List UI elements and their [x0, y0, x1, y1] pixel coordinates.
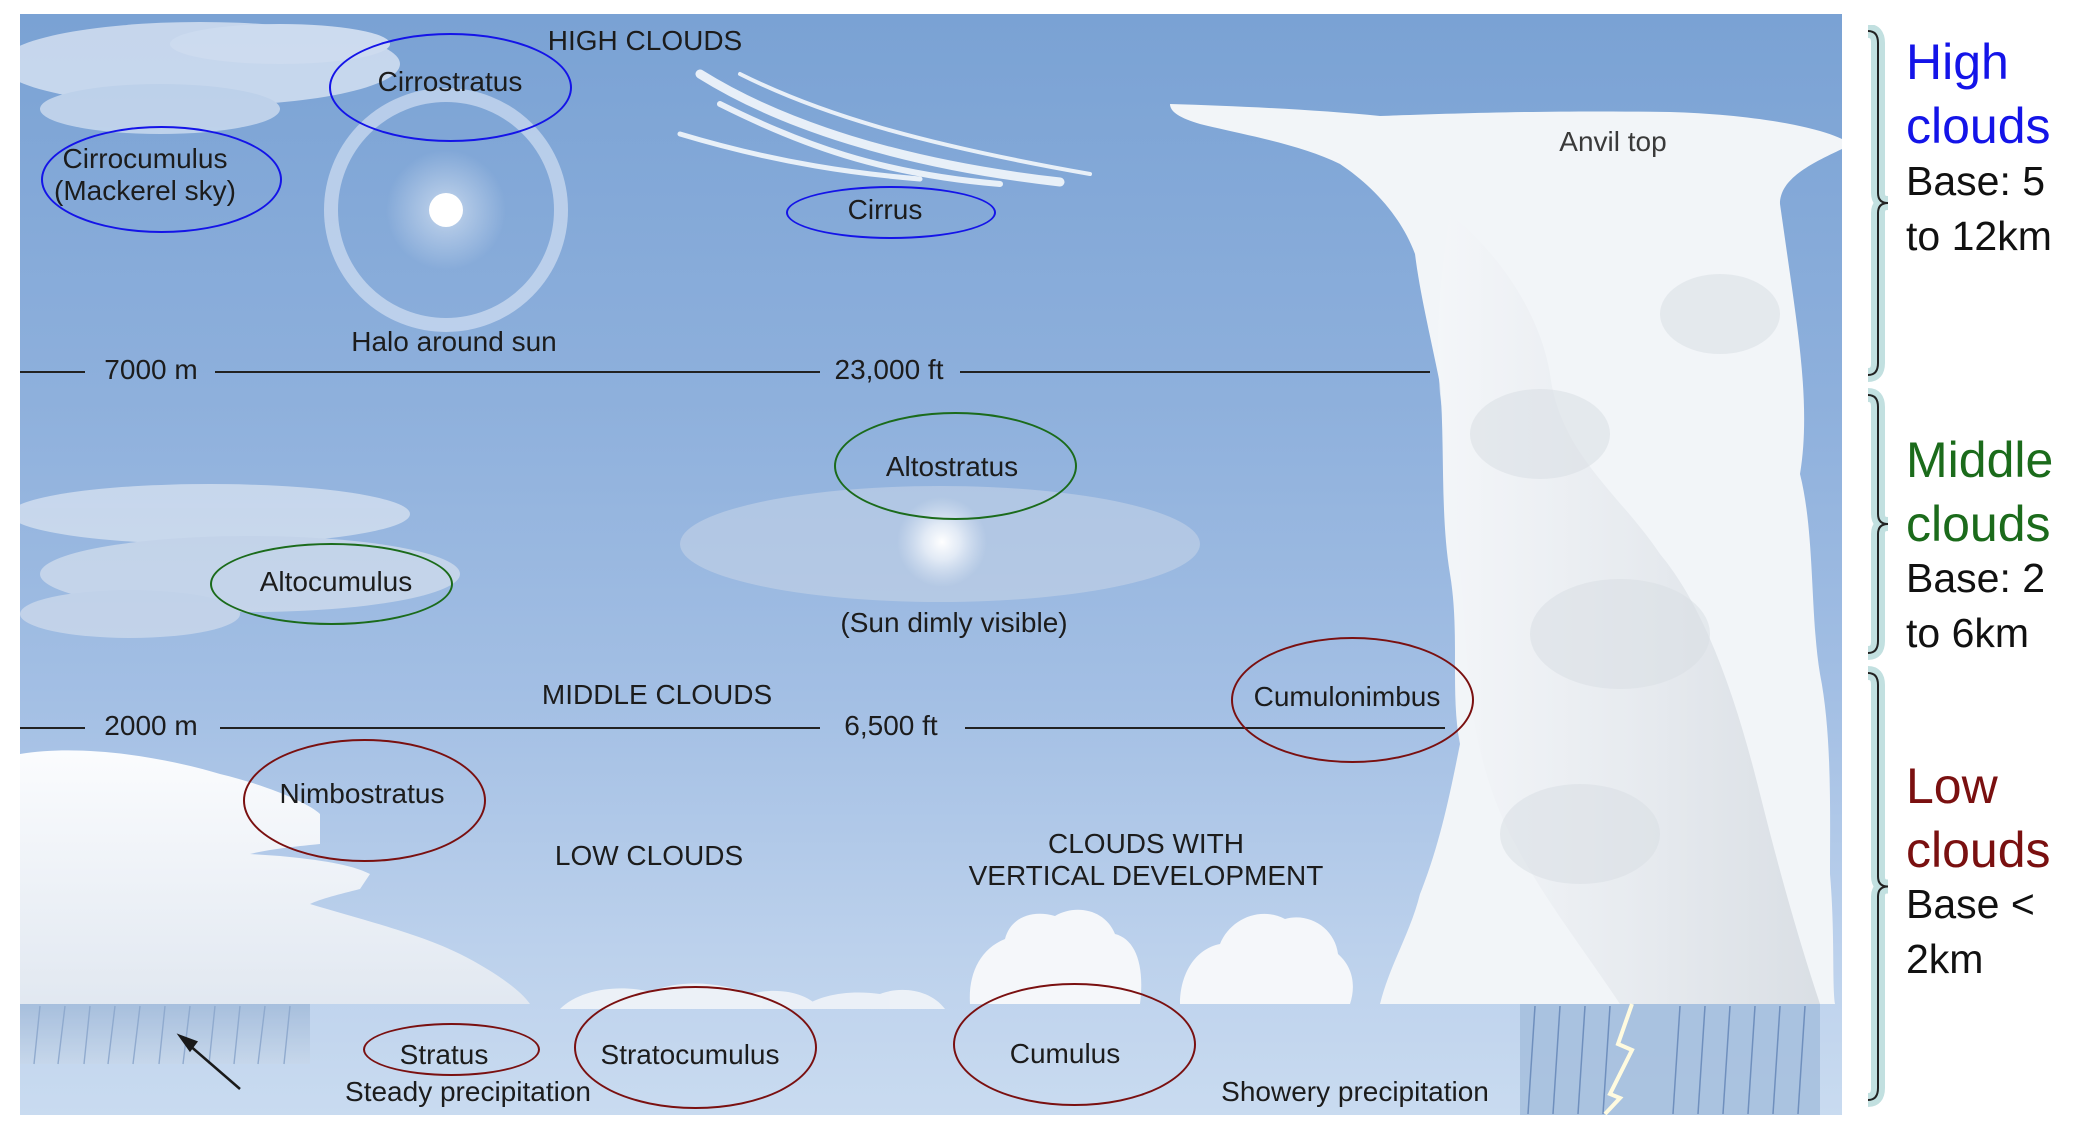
legend-low-title: Low clouds	[1906, 758, 2051, 878]
steady-precipitation-label: Steady precipitation	[345, 1076, 591, 1107]
showery-precipitation-label: Showery precipitation	[1221, 1076, 1489, 1107]
cirrocumulus-highlight	[41, 126, 282, 233]
middle-brace	[1867, 394, 1889, 654]
sun-dim-label: (Sun dimly visible)	[840, 607, 1068, 638]
sun	[429, 193, 463, 227]
legend-high-base: Base: 5 to 12km	[1906, 158, 2052, 260]
legend-high-title: High clouds	[1906, 34, 2051, 154]
cumulonimbus-highlight	[1231, 637, 1474, 763]
low-clouds-heading: LOW CLOUDS	[554, 840, 744, 871]
altitude-7000m-label: 7000 m	[104, 354, 198, 385]
high-clouds-heading: HIGH CLOUDS	[547, 25, 743, 56]
stratocumulus-highlight	[574, 986, 817, 1109]
high-brace	[1867, 30, 1889, 376]
vertical-development-heading: CLOUDS WITH VERTICAL DEVELOPMENT	[968, 828, 1324, 892]
altitude-line-7000	[20, 371, 85, 373]
nimbostratus-cloud	[20, 750, 530, 1004]
altostratus-highlight	[834, 412, 1077, 520]
nimbostratus-highlight	[243, 739, 486, 862]
altitude-line-2000	[20, 727, 85, 729]
cumulus-cloud	[969, 909, 1353, 1004]
cumulus-highlight	[953, 983, 1196, 1106]
altitude-line-7000-right	[960, 371, 1430, 373]
cloud-illustration	[20, 22, 1842, 1115]
altitude-2000m-label: 2000 m	[104, 710, 198, 741]
anvil-top-label: Anvil top	[1559, 126, 1667, 157]
middle-clouds-heading: MIDDLE CLOUDS	[541, 679, 773, 710]
altitude-line-2000-right	[965, 727, 1445, 729]
altitude-line-2000-mid	[220, 727, 820, 729]
cirrus-highlight	[786, 186, 996, 239]
low-brace	[1867, 672, 1889, 1101]
cirrus-cloud	[677, 69, 1092, 187]
legend-middle-base: Base: 2 to 6km	[1906, 555, 2046, 657]
cumulonimbus-cloud	[1170, 104, 1842, 1004]
legend-middle-title: Middle clouds	[1906, 432, 2054, 552]
precipitation-arrow	[176, 1033, 241, 1090]
halo-label: Halo around sun	[351, 326, 557, 357]
cloud-types-diagram: 7000 m 23,000 ft 2000 m 6,500 ft HIGH CL…	[20, 14, 1842, 1115]
altocumulus-highlight	[210, 543, 453, 625]
showery-rain	[1520, 1003, 1820, 1115]
legend-low-base: Base < 2km	[1906, 881, 2035, 983]
cirrocumulus-cloud	[20, 22, 400, 134]
altitude-line-7000-mid	[215, 371, 820, 373]
altitude-6500ft-label: 6,500 ft	[844, 710, 938, 741]
stratus-highlight	[363, 1023, 540, 1076]
lightning-bolt	[1603, 1003, 1635, 1115]
legend-braces	[1867, 25, 1889, 1107]
cirrostratus-highlight	[329, 33, 572, 142]
altitude-23000ft-label: 23,000 ft	[834, 354, 944, 385]
steady-rain	[20, 1004, 310, 1065]
